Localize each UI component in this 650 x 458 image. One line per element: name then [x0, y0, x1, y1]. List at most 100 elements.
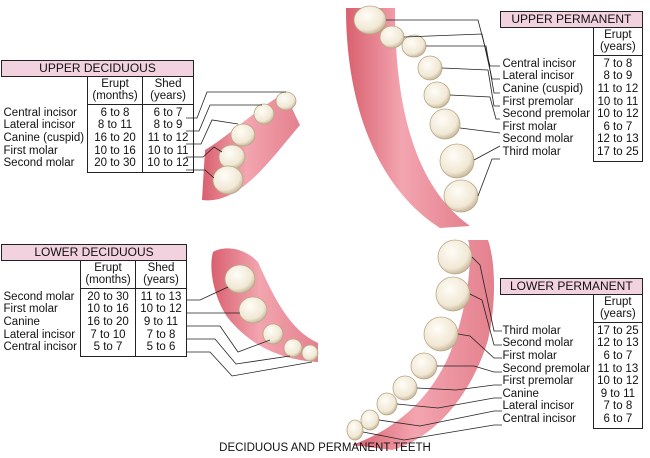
leader-line: [416, 384, 502, 391]
leader-line: [186, 338, 291, 365]
tooth: [376, 392, 398, 416]
tooth: [230, 123, 256, 147]
upper-permanent-gum-arch: [346, 8, 470, 228]
tooth-name: Third molar: [502, 146, 561, 159]
tooth: [360, 409, 380, 431]
erupt-age: 7 to 8: [593, 55, 643, 71]
shed-age: 6 to 7: [142, 104, 195, 120]
tooth: [218, 144, 246, 170]
tooth: [353, 5, 387, 35]
leader-line: [396, 397, 502, 409]
leader-line: [457, 333, 502, 359]
erupt-age: 11 to 13: [593, 362, 643, 376]
erupt-age: 8 to 11: [87, 119, 144, 132]
shed-age: 9 to 11: [135, 316, 187, 329]
tooth: [429, 108, 461, 140]
tooth: [253, 103, 275, 125]
lower-deciduous-leaders: [186, 286, 313, 377]
leader-line: [186, 146, 223, 158]
erupt-age: 10 to 16: [87, 144, 144, 158]
tooth-name: First molar: [502, 120, 557, 133]
erupt-age: 10 to 11: [593, 95, 643, 109]
leader-line: [426, 45, 500, 94]
erupt-age: 6 to 8: [87, 104, 144, 120]
tooth: [262, 323, 284, 345]
table-title: LOWER PERMANENT: [500, 278, 643, 295]
leader-line: [362, 424, 502, 441]
tooth-name: Second premolar: [502, 362, 591, 375]
tooth-name: Central incisor: [3, 341, 78, 354]
shed-age: 10 to 12: [135, 303, 187, 316]
shed-age: 11 to 12: [142, 132, 195, 145]
erupt-age: 17 to 25: [593, 322, 643, 338]
erupt-age: 20 to 30: [80, 288, 136, 304]
tooth: [238, 296, 268, 324]
tooth-name: Second molar: [3, 157, 75, 170]
leader-line: [378, 410, 502, 427]
table-row: First molar 6 to 7: [501, 350, 643, 363]
tooth-name: Second molar: [502, 337, 574, 350]
tooth: [443, 179, 479, 213]
tooth-name: Lateral incisor: [3, 119, 76, 132]
tooth: [423, 316, 459, 352]
tooth: [224, 264, 256, 294]
leader-line: [469, 293, 502, 346]
tooth: [437, 239, 473, 275]
shed-age: 10 to 12: [142, 157, 195, 173]
leader-line: [403, 33, 500, 80]
shed-age: 5 to 6: [135, 341, 187, 357]
shed-age: 8 to 9: [142, 119, 195, 132]
erupt-age: 6 to 7: [593, 120, 643, 134]
lower-permanent-teeth: [346, 239, 473, 441]
tooth: [417, 55, 443, 81]
erupt-age: 6 to 7: [593, 412, 643, 429]
erupt-age: 5 to 7: [80, 341, 136, 357]
tooth: [283, 338, 303, 358]
tooth-name: Canine (cuspid): [502, 83, 584, 95]
shed-age: 7 to 8: [135, 328, 187, 342]
tooth-name: First molar: [3, 144, 58, 157]
erupt-age: 12 to 13: [593, 337, 643, 350]
leader-line: [449, 94, 500, 120]
tooth: [410, 352, 438, 380]
leader-line: [186, 351, 313, 377]
tooth-name: First molar: [502, 350, 557, 362]
leader-line: [437, 365, 502, 373]
erupt-age: 8 to 9: [593, 70, 643, 83]
tooth: [435, 276, 471, 312]
tooth-name: Canine: [3, 316, 40, 328]
tooth-name: Central incisor: [3, 106, 78, 119]
leader-line: [186, 286, 229, 301]
tooth-name: First premolar: [502, 95, 574, 108]
upper-permanent-leaders: [386, 19, 501, 197]
erupt-age: 10 to 12: [593, 108, 643, 121]
shed-age: 10 to 11: [142, 144, 195, 158]
tooth: [439, 143, 475, 179]
tooth-name: Lateral incisor: [502, 70, 575, 83]
erupt-age: 12 to 13: [593, 133, 643, 146]
table-row: Second molar 12 to 13: [501, 337, 643, 350]
lower-permanent-leaders: [362, 256, 502, 441]
table-row: First premolar 10 to 11: [501, 95, 643, 109]
erupt-age: 6 to 7: [593, 350, 643, 363]
tooth-name: Canine (cuspid): [3, 132, 85, 144]
lower-deciduous-table: LOWER DECIDUOUS Erupt (months) Shed (yea…: [1, 244, 187, 357]
leader-line: [459, 127, 501, 134]
tooth: [379, 25, 405, 49]
erupt-age: 10 to 16: [80, 303, 136, 316]
